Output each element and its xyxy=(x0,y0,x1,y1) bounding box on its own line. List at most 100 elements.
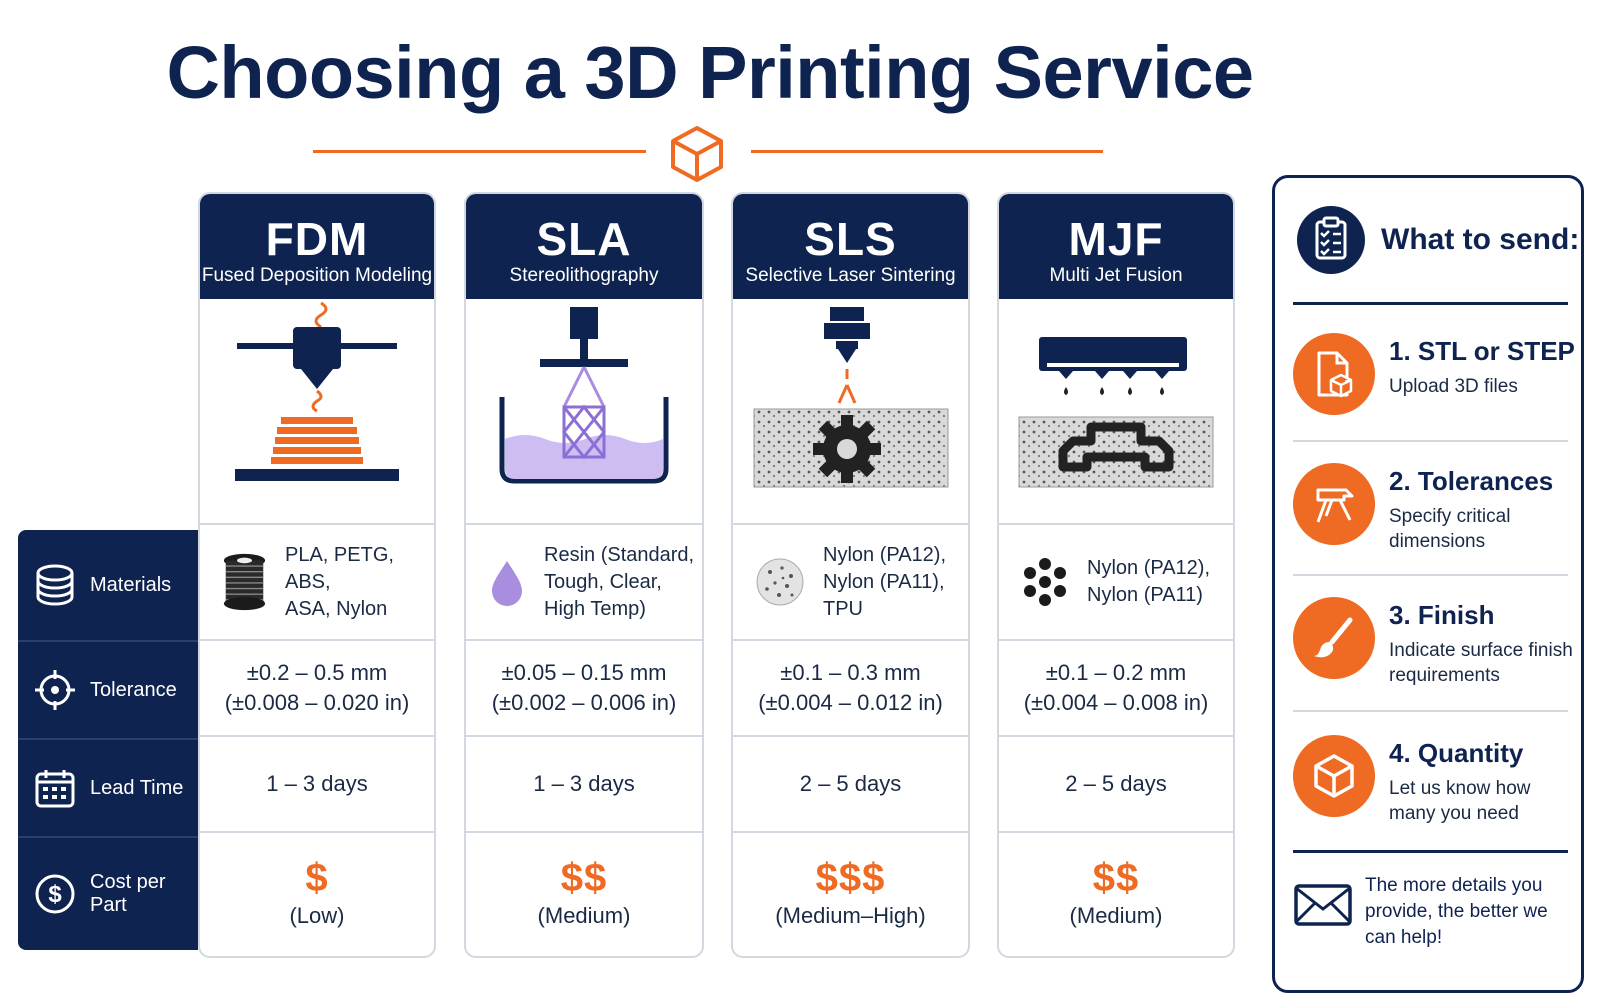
service-name: Stereolithography xyxy=(509,265,659,286)
clipboard-checklist-icon xyxy=(1297,206,1365,274)
step-description: Let us know how many you need xyxy=(1389,778,1531,824)
materials-cell: PLA, PETG, ABS, ASA, Nylon xyxy=(200,523,434,639)
panel-divider xyxy=(1293,710,1568,712)
tolerance-in: (±0.008 – 0.020 in) xyxy=(224,690,410,715)
panel-header: What to send: xyxy=(1297,206,1579,274)
step-title: 2. Tolerances xyxy=(1389,466,1554,496)
cost-symbol: $$ xyxy=(1092,855,1140,900)
what-to-send-panel: What to send: 1. STL or STEP Upload 3D f… xyxy=(1272,175,1584,993)
cost-note: (Medium–High) xyxy=(775,902,926,928)
service-abbreviation: MJF xyxy=(1068,213,1164,265)
calendar-icon xyxy=(35,770,75,808)
materials-text: Nylon (PA12), Nylon (PA11), TPU xyxy=(823,543,947,620)
page-title: Choosing a 3D Printing Service xyxy=(166,31,1254,114)
step-description: Upload 3D files xyxy=(1389,376,1518,397)
column-header: MJF Multi Jet Fusion xyxy=(999,194,1233,299)
service-name: Multi Jet Fusion xyxy=(1049,265,1183,286)
tolerance-cell: ±0.1 – 0.3 mm (±0.004 – 0.012 in) xyxy=(733,639,968,735)
tolerance-in: (±0.004 – 0.012 in) xyxy=(758,690,943,715)
tolerance-mm: ±0.05 – 0.15 mm xyxy=(501,660,667,685)
row-divider xyxy=(18,738,198,740)
tolerance-mm: ±0.2 – 0.5 mm xyxy=(246,660,388,685)
row-label-tolerance: Tolerance xyxy=(18,642,198,738)
panel-footer: The more details you provide, the better… xyxy=(1293,873,1578,953)
column-header: SLS Selective Laser Sintering xyxy=(733,194,968,299)
step-stl-step: 1. STL or STEP Upload 3D files xyxy=(1293,328,1578,428)
panel-divider xyxy=(1293,302,1568,305)
paintbrush-icon xyxy=(1314,617,1353,658)
service-column-mjf: MJF Multi Jet Fusion xyxy=(997,192,1235,958)
cube-icon xyxy=(1314,754,1354,798)
lead-time-cell: 2 – 5 days xyxy=(733,735,968,831)
row-divider xyxy=(18,640,198,642)
step-title: 4. Quantity xyxy=(1389,738,1524,768)
filament-spool-icon xyxy=(223,553,266,611)
lead-time-cell: 1 – 3 days xyxy=(466,735,702,831)
footer-message: The more details you provide, the better… xyxy=(1365,875,1548,948)
service-abbreviation: SLS xyxy=(804,213,897,265)
tolerance-in: (±0.004 – 0.008 in) xyxy=(1023,690,1209,715)
file-cube-icon xyxy=(1317,351,1353,398)
svg-text:$: $ xyxy=(48,881,62,908)
cube-icon xyxy=(671,126,723,182)
row-label-band xyxy=(18,530,198,950)
materials-text: Resin (Standard, Tough, Clear, High Temp… xyxy=(544,543,695,620)
step-finish: 3. Finish Indicate surface finish requir… xyxy=(1293,592,1578,692)
cost-symbol: $$ xyxy=(560,855,608,900)
panel-divider xyxy=(1293,440,1568,442)
step-badge xyxy=(1293,735,1375,817)
cost-note: (Medium) xyxy=(1069,902,1163,928)
materials-cell: Nylon (PA12), Nylon (PA11), TPU xyxy=(733,523,968,639)
tolerance-cell: ±0.05 – 0.15 mm (±0.002 – 0.006 in) xyxy=(466,639,702,735)
tolerance-mm: ±0.1 – 0.3 mm xyxy=(780,660,921,685)
materials-cell: Resin (Standard, Tough, Clear, High Temp… xyxy=(466,523,702,639)
row-label-cost: $ Cost per Part xyxy=(18,838,198,950)
title-divider-right xyxy=(751,150,1103,153)
service-abbreviation: SLA xyxy=(536,213,632,265)
row-label-materials: Materials xyxy=(18,530,198,640)
step-description: Indicate surface finish requirements xyxy=(1389,640,1573,686)
dollar-coin-icon: $ xyxy=(35,874,75,914)
cost-note: (Low) xyxy=(289,902,345,928)
caliper-icon xyxy=(1316,488,1354,523)
cost-note: (Medium) xyxy=(537,902,631,928)
cost-symbol: $ xyxy=(305,855,329,900)
service-name: Fused Deposition Modeling xyxy=(201,265,433,286)
envelope-icon xyxy=(1294,884,1352,926)
sls-laser-powder-illustration xyxy=(733,299,968,523)
row-label-lead-time: Lead Time xyxy=(18,740,198,836)
resin-drop-icon xyxy=(492,561,522,606)
service-column-fdm: FDM Fused Deposition Modeling PLA, xyxy=(198,192,436,958)
tolerance-in: (±0.002 – 0.006 in) xyxy=(491,690,677,715)
materials-cell: Nylon (PA12), Nylon (PA11) xyxy=(999,523,1233,639)
row-divider xyxy=(18,836,198,838)
step-quantity: 4. Quantity Let us know how many you nee… xyxy=(1293,730,1578,830)
cost-cell: $ (Low) xyxy=(200,831,434,956)
lead-time-cell: 1 – 3 days xyxy=(200,735,434,831)
step-badge xyxy=(1293,333,1375,415)
material-spool-stack-icon xyxy=(36,564,74,606)
tolerance-cell: ±0.2 – 0.5 mm (±0.008 – 0.020 in) xyxy=(200,639,434,735)
panel-divider xyxy=(1293,850,1568,853)
tolerance-mm: ±0.1 – 0.2 mm xyxy=(1045,660,1187,685)
cost-cell: $$ (Medium) xyxy=(999,831,1233,956)
service-column-sla: SLA Stereolithography Resin (Standard, T… xyxy=(464,192,704,958)
fdm-printer-illustration xyxy=(200,299,434,523)
cost-symbol: $$$ xyxy=(815,855,886,900)
column-header: SLA Stereolithography xyxy=(466,194,702,299)
column-header: FDM Fused Deposition Modeling xyxy=(200,194,434,299)
dots-cluster-icon xyxy=(1024,558,1066,606)
powder-circle-icon xyxy=(756,558,804,606)
step-badge xyxy=(1293,597,1375,679)
mjf-inkjet-powder-illustration xyxy=(999,299,1233,523)
step-title: 1. STL or STEP xyxy=(1389,336,1575,366)
sla-resin-vat-illustration xyxy=(466,299,702,523)
service-name: Selective Laser Sintering xyxy=(745,265,956,286)
step-title: 3. Finish xyxy=(1389,600,1495,630)
service-column-sls: SLS Selective Laser Sintering xyxy=(731,192,970,958)
step-badge xyxy=(1293,463,1375,545)
panel-divider xyxy=(1293,574,1568,576)
title-divider-left xyxy=(313,150,646,153)
tolerance-cell: ±0.1 – 0.2 mm (±0.004 – 0.008 in) xyxy=(999,639,1233,735)
cost-cell: $$$ (Medium–High) xyxy=(733,831,968,956)
